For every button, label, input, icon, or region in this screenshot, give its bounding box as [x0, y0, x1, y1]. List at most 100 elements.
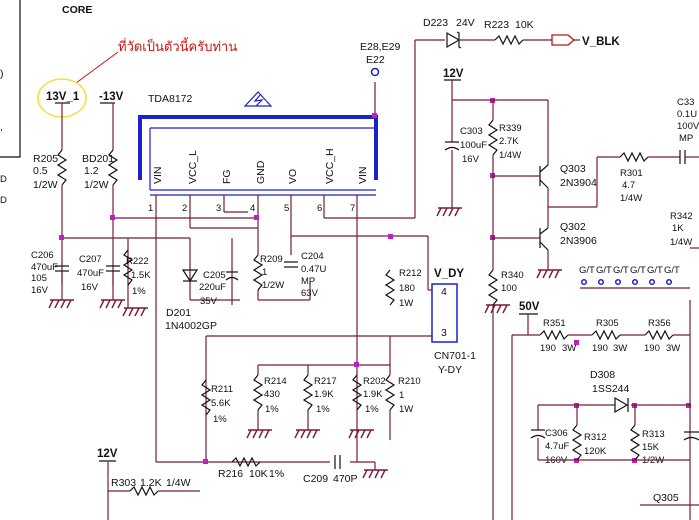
- r301-resistor: [619, 151, 649, 163]
- rail-neg13v-label: -13V: [99, 91, 124, 103]
- c207-v2: 16V: [81, 282, 99, 293]
- c206-ref: C206: [31, 250, 54, 261]
- r211-v1: 5.6K: [211, 398, 231, 409]
- c303-capacitor: [444, 100, 460, 208]
- r303-resistor: [108, 485, 200, 497]
- r210-ref: R210: [398, 376, 421, 387]
- r214-v1: 430: [264, 389, 280, 400]
- q303-ref: Q303: [560, 163, 586, 175]
- r301-ref: R301: [620, 168, 643, 179]
- q302-v1: 2N3906: [560, 235, 597, 247]
- r356-v2: 3W: [666, 343, 680, 354]
- gt-label-1: G/T: [579, 265, 595, 276]
- c206-v3: 16V: [31, 285, 49, 296]
- c306-ref: C306: [545, 428, 568, 439]
- r217-resistor: [302, 365, 314, 430]
- c206-v2: 105: [31, 273, 47, 284]
- q305-ref: Q305: [653, 492, 679, 504]
- r339-resistor: [487, 100, 499, 270]
- pin2-num: 2: [182, 203, 187, 214]
- pin2-name: VCC_L: [187, 150, 199, 184]
- gt-label-3: G/T: [613, 265, 629, 276]
- d201-ref: D201: [166, 307, 191, 319]
- r209-ref: R209: [260, 254, 283, 265]
- connector-title: V_DY: [434, 268, 464, 280]
- c207-ref: C207: [79, 254, 102, 265]
- gt-label-4: G/T: [630, 265, 646, 276]
- r205-ref: R205: [33, 153, 58, 165]
- r212-v2: 1W: [399, 298, 413, 309]
- c306-v1: 4.7uF: [545, 441, 569, 452]
- r301-v2: 1/4W: [620, 193, 642, 204]
- d308-v1: 1SS244: [592, 383, 630, 395]
- r340-v1: 100: [501, 283, 517, 294]
- r342-ref: R342: [670, 211, 693, 222]
- rail-12v-top-label: 12V: [443, 68, 464, 80]
- gt-label-6: G/T: [664, 265, 680, 276]
- high-voltage-icon: [243, 91, 273, 107]
- test-point-symbol: [370, 67, 380, 77]
- c33-ref: C33: [677, 97, 694, 108]
- left-border-frame: [0, 0, 21, 158]
- v-blk-label: V_BLK: [582, 36, 620, 48]
- r222-resistor: [122, 249, 134, 286]
- d308-diode: [614, 396, 629, 414]
- r351-v2: 3W: [562, 343, 576, 354]
- r222-v2: 1%: [132, 286, 146, 297]
- r211-ref: R211: [211, 384, 233, 395]
- ic-pin-leads: [155, 195, 358, 462]
- connector-pin-b: 3: [441, 327, 447, 339]
- q303-v1: 2N3904: [560, 177, 597, 189]
- pin1-num: 1: [148, 203, 153, 214]
- r351-ref: R351: [543, 318, 566, 329]
- ic-name: TDA8172: [148, 93, 193, 105]
- r210-v1: 1: [399, 390, 404, 401]
- r342-v2: 1/4W: [670, 237, 692, 248]
- c206-capacitor: [55, 265, 69, 300]
- c209-capacitor: [334, 455, 341, 469]
- core-label: CORE: [62, 4, 92, 16]
- r356-ref: R356: [648, 318, 671, 329]
- connector-pin-a: 4: [441, 286, 447, 298]
- rail-13v-label: 13V_1: [46, 91, 80, 103]
- c205-ref: C205: [203, 270, 226, 281]
- left-fragment-1: ): [0, 68, 4, 80]
- r217-v2: 1%: [316, 404, 330, 415]
- c303-v1: 100uF: [460, 140, 487, 151]
- pin5-num: 5: [284, 203, 289, 214]
- bd201-resistor: [107, 103, 119, 285]
- r210-v2: 1W: [399, 404, 413, 415]
- r212-v1: 180: [399, 283, 415, 294]
- pin3-num: 3: [216, 203, 221, 214]
- pin6-name: VCC_H: [324, 148, 336, 184]
- pin4-name: GND: [255, 160, 267, 184]
- r312-resistor: [571, 405, 583, 461]
- c207-v1: 470uF: [77, 268, 104, 279]
- r205-resistor: [56, 103, 68, 285]
- r351-v1: 190: [540, 343, 556, 354]
- connector-ref: CN701-1: [434, 350, 476, 362]
- r312-v1: 120K: [584, 446, 607, 457]
- r313-v1: 15K: [642, 442, 660, 453]
- r223-ref: R223: [484, 19, 509, 31]
- r212-ref: R212: [399, 268, 422, 279]
- c204-v2: MP: [301, 276, 315, 287]
- r356-v1: 190: [644, 343, 660, 354]
- r305-v2: 3W: [613, 343, 627, 354]
- pin4-num: 4: [250, 203, 255, 214]
- r222-ref: R222: [126, 256, 149, 267]
- test-point-ref: E28,E29: [360, 41, 400, 53]
- c209-v1: 470P: [333, 473, 358, 485]
- r356-resistor: [644, 329, 674, 341]
- c205-capacitor: [225, 271, 239, 281]
- pin3-name: FG: [221, 169, 233, 184]
- r209-resistor: [252, 228, 264, 291]
- c204-capacitor: [284, 236, 298, 268]
- r216-v1: 10K: [249, 468, 268, 480]
- bd201-v1: 1.2: [84, 165, 99, 177]
- test-point-ref2: E22: [366, 54, 385, 66]
- r202-ref: R202: [363, 376, 386, 387]
- r210-resistor: [384, 365, 396, 440]
- gt-label-2: G/T: [596, 265, 612, 276]
